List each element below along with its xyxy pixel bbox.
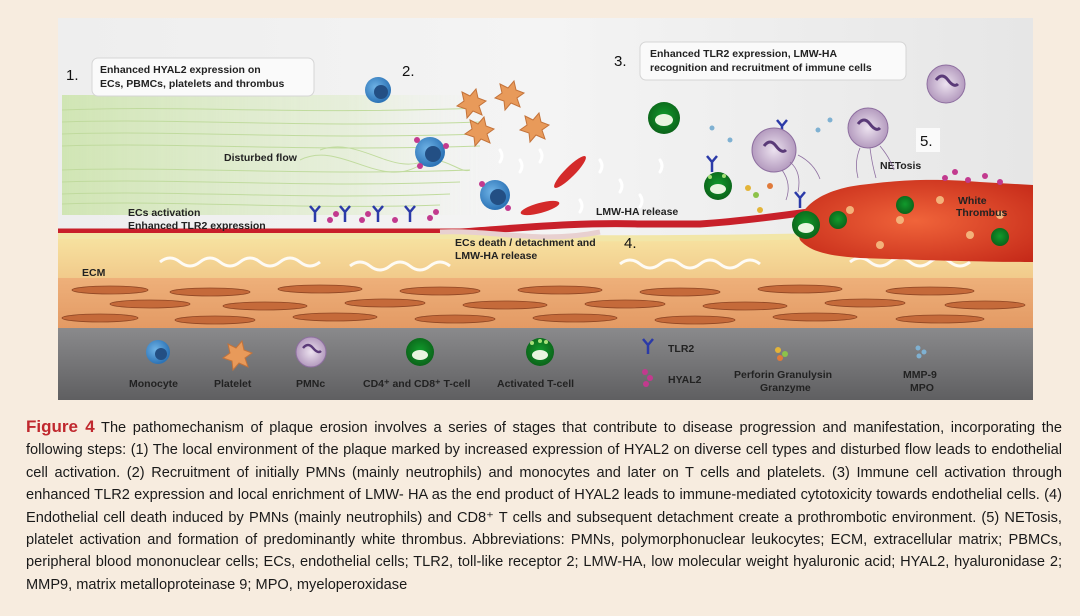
step-3-line1: Enhanced TLR2 expression, LMW-HA <box>650 48 837 60</box>
step-2-number: 2. <box>402 63 415 80</box>
t-cell <box>648 102 680 134</box>
step-1: 1. Enhanced HYAL2 expression on ECs, PBM… <box>66 57 315 97</box>
legend-hyal2-label: HYAL2 <box>668 374 702 386</box>
white-thrombus-label-line2: Thrombus <box>956 207 1007 219</box>
lmw-ha-fragments <box>498 148 664 214</box>
legend-pmnc: PMNc <box>295 336 327 390</box>
legend-perforin: Perforin Granulysin Granzyme <box>734 347 832 394</box>
figure-caption: Figure 4 The pathomechanism of plaque er… <box>26 416 1062 596</box>
red-blood-cells <box>520 156 586 216</box>
figure-caption-label: Figure 4 <box>26 417 95 436</box>
step-4-number: 4. <box>624 235 637 252</box>
ecm-fibers <box>159 256 971 272</box>
pmn-cell <box>847 107 895 179</box>
legend-monocyte: Monocyte <box>129 340 178 390</box>
legend-perforin-label-line1: Perforin Granulysin <box>734 369 832 381</box>
legend-hyal2: HYAL2 <box>642 369 702 387</box>
step-1-line1: Enhanced HYAL2 expression on <box>100 64 261 76</box>
ecm-label: ECM <box>82 267 106 279</box>
legend-tlr2-label: TLR2 <box>668 343 694 355</box>
activated-t-cell <box>704 172 732 200</box>
step-3-line2: recognition and recruitment of immune ce… <box>650 62 872 74</box>
disturbed-flow-lines <box>61 95 482 215</box>
monocyte-cell <box>479 180 511 211</box>
legend-tlr2: TLR2 <box>642 338 694 355</box>
pmn-cell <box>926 64 966 104</box>
legend-perforin-label-line2: Granzyme <box>760 382 811 394</box>
legend-activated-t-cell: Activated T-cell <box>497 338 574 390</box>
legend-mpo-label: MPO <box>910 382 934 394</box>
disturbed-flow-label: Disturbed flow <box>224 152 298 164</box>
step-5-number: 5. <box>920 133 933 150</box>
lmw-ha-release-label: LMW-HA release <box>596 206 678 218</box>
legend-activated-t-cell-label: Activated T-cell <box>497 378 574 390</box>
legend: Monocyte Platelet PMNc CD4⁺ and CD8⁺ T-c… <box>129 336 937 394</box>
monocyte-cell <box>365 77 391 103</box>
pmn-cell <box>751 127 821 201</box>
legend-mmp9-label: MMP-9 <box>903 369 937 381</box>
white-thrombus-label-line1: White <box>958 195 987 207</box>
step-1-number: 1. <box>66 67 79 84</box>
legend-t-cell: CD4⁺ and CD8⁺ T-cell <box>363 338 470 390</box>
monocyte-cell <box>414 137 449 169</box>
endothelium <box>58 206 831 242</box>
legend-t-cell-label: CD4⁺ and CD8⁺ T-cell <box>363 378 470 390</box>
platelet-cells <box>455 79 551 148</box>
step-3: 3. Enhanced TLR2 expression, LMW-HA reco… <box>614 41 907 81</box>
figure-caption-text: The pathomechanism of plaque erosion inv… <box>26 420 1063 593</box>
plaque-erosion-figure: 1. Enhanced HYAL2 expression on ECs, PBM… <box>58 18 1033 400</box>
granules <box>709 117 833 213</box>
step-5: 5. <box>916 128 940 152</box>
thrombus-t-cells <box>829 196 1009 246</box>
activated-t-cell <box>792 211 820 239</box>
ecs-activation-label: ECs activation <box>128 207 200 219</box>
step-4-line2: LMW-HA release <box>455 250 537 262</box>
legend-pmnc-label: PMNc <box>296 378 325 390</box>
step-4-line1: ECs death / detachment and <box>455 237 596 249</box>
enhanced-tlr2-label: Enhanced TLR2 expression <box>128 220 266 232</box>
thrombus-platelets <box>846 196 1004 249</box>
white-thrombus <box>798 179 1033 262</box>
step-4: ECs death / detachment and LMW-HA releas… <box>455 235 637 262</box>
hyal2-enzymes <box>327 169 1003 223</box>
netosis-label: NETosis <box>880 160 921 172</box>
tlr2-receptors <box>309 119 806 222</box>
legend-mmp9: MMP-9 MPO <box>903 345 937 394</box>
legend-monocyte-label: Monocyte <box>129 378 178 390</box>
step-1-line2: ECs, PBMCs, platelets and thrombus <box>100 78 285 90</box>
legend-platelet-label: Platelet <box>214 378 252 390</box>
smooth-muscle-cells <box>61 284 1026 325</box>
step-3-number: 3. <box>614 53 627 70</box>
legend-platelet: Platelet <box>214 339 254 390</box>
